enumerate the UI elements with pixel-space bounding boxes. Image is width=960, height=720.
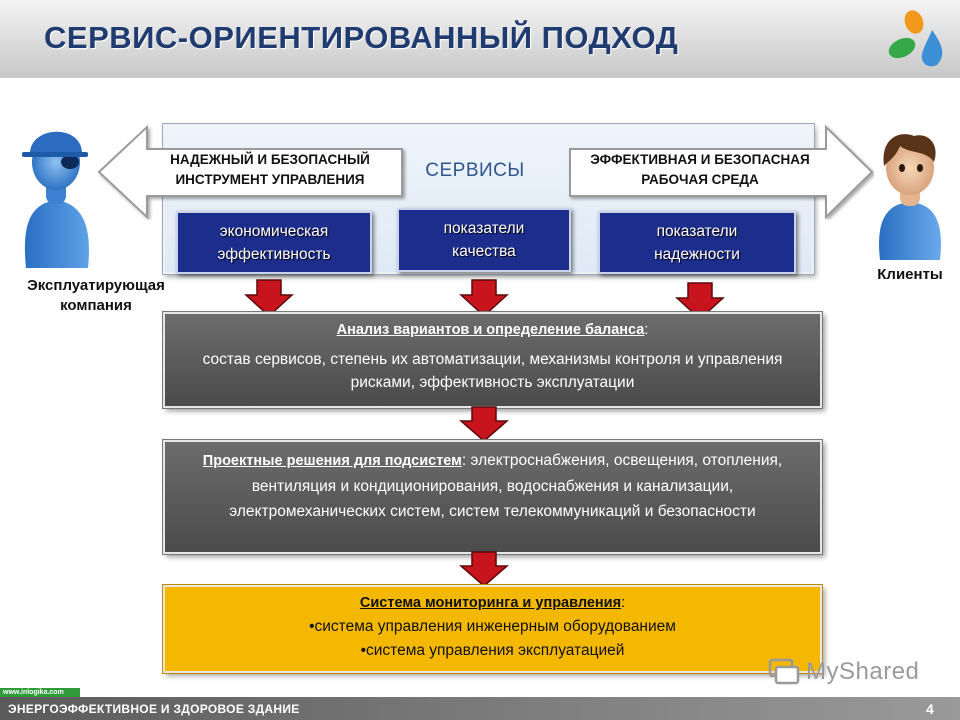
client-avatar-icon	[879, 134, 941, 260]
down-arrow-icon	[675, 282, 725, 321]
watermark-text: MyShared	[806, 658, 920, 685]
down-arrow-icon	[459, 551, 509, 587]
right-arrow-text: ЭФФЕКТИВНАЯ И БЕЗОПАСНАЯ РАБОЧАЯ СРЕДА	[590, 152, 810, 187]
header-band	[0, 0, 960, 78]
clients-label: Клиенты	[877, 266, 943, 283]
footer-band	[0, 697, 960, 720]
company-logo-icon	[888, 10, 943, 67]
monitoring-box: Система мониторинга и управления: •систе…	[163, 585, 822, 673]
analysis-box: Анализ вариантов и определение баланса: …	[163, 312, 822, 408]
monitoring-heading-suffix: :	[621, 595, 626, 611]
page-number: 4	[926, 701, 934, 717]
worker-avatar-icon	[22, 131, 89, 268]
down-arrow-icon	[244, 279, 294, 318]
monitoring-bullet: •система управления инженерным оборудова…	[309, 618, 676, 635]
services-label: СЕРВИСЫ	[425, 160, 525, 181]
footer-text: ЭНЕРГОЭФФЕКТИВНОЕ И ЗДОРОВОЕ ЗДАНИЕ	[8, 702, 300, 716]
design-body: : электроснабжения, освещения, отопления…	[229, 452, 783, 520]
design-heading: Проектные решения для подсистем	[202, 453, 462, 469]
right-big-arrow-icon	[569, 124, 874, 220]
design-solutions-box: Проектные решения для подсистем: электро…	[163, 440, 822, 554]
analysis-heading-suffix: :	[644, 322, 649, 338]
left-arrow-text: НАДЕЖНЫЙ И БЕЗОПАСНЫЙ ИНСТРУМЕНТ УПРАВЛЕ…	[170, 152, 370, 187]
monitoring-bullet: •система управления эксплуатацией	[360, 642, 625, 659]
down-arrow-icon	[459, 279, 509, 318]
service-item-quality: показатели качества	[397, 208, 571, 272]
down-arrow-icon	[459, 406, 509, 442]
service-item-reliability: показатели надежности	[598, 211, 796, 274]
watermark-logo-icon	[768, 658, 800, 685]
slide-title: СЕРВИС-ОРИЕНТИРОВАННЫЙ ПОДХОД	[44, 20, 679, 55]
monitoring-heading: Система мониторинга и управления	[359, 595, 622, 611]
analysis-body: состав сервисов, степень их автоматизаци…	[202, 351, 783, 391]
site-badge: www.inlogika.com	[0, 688, 80, 698]
left-big-arrow-icon	[97, 124, 403, 220]
operator-label: Эксплуатирующая компания	[27, 277, 165, 314]
analysis-heading: Анализ вариантов и определение баланса	[336, 322, 645, 338]
service-item-economic: экономическая эффективность	[176, 211, 372, 274]
